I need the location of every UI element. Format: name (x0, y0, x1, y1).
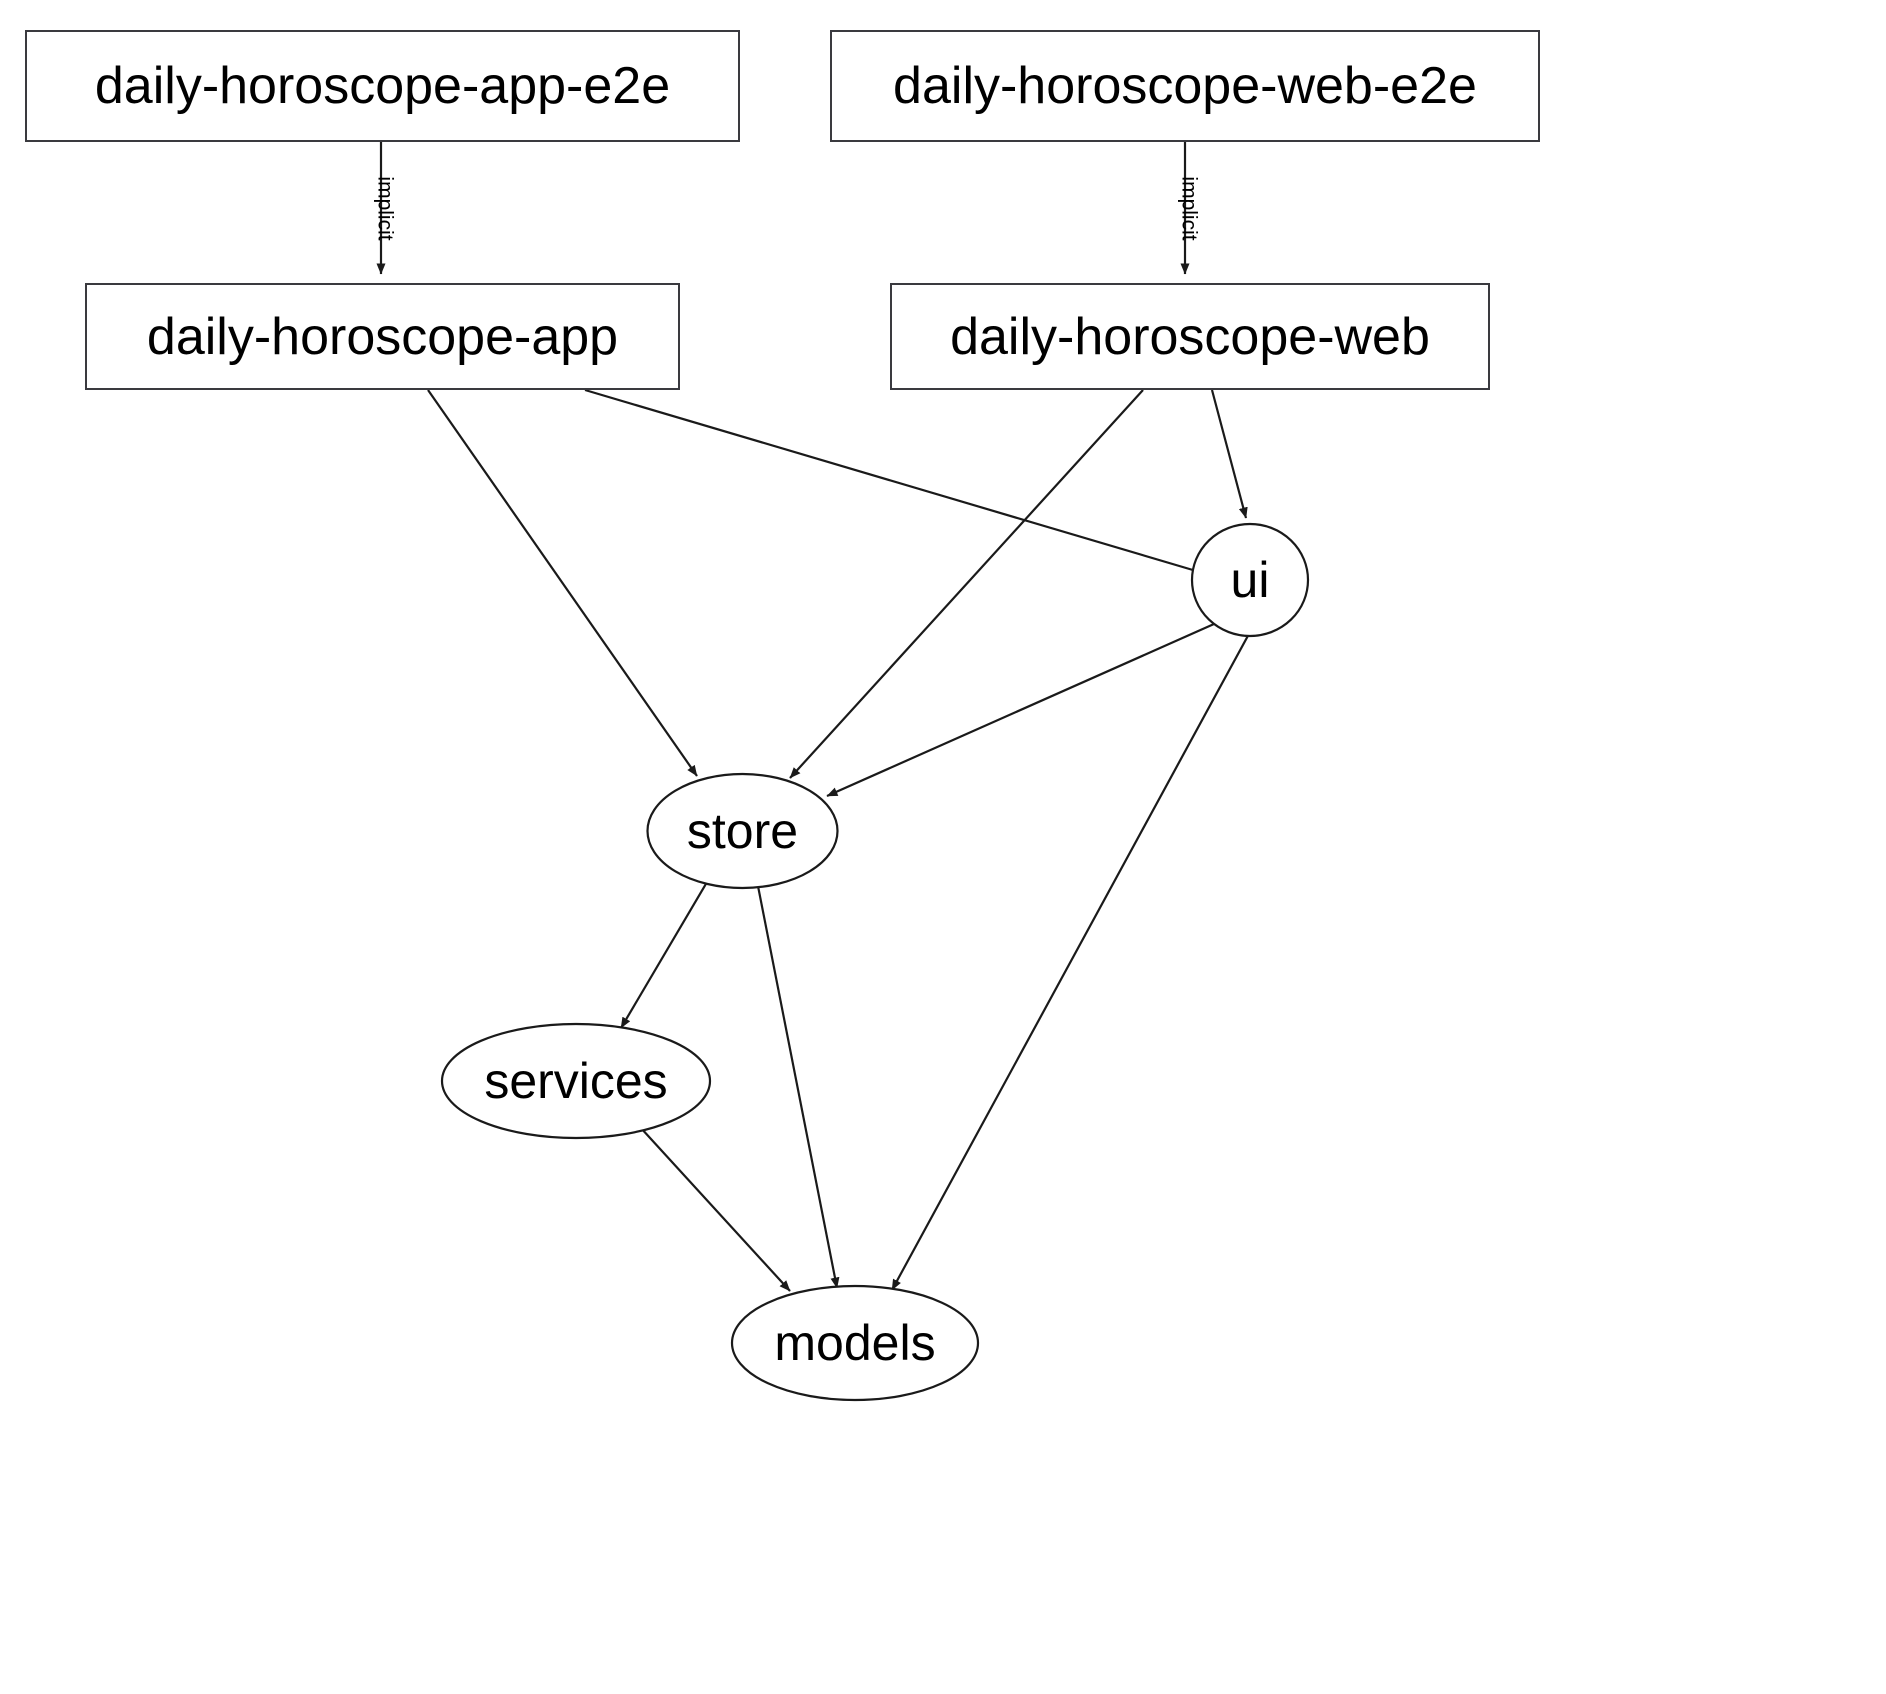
node-label-daily-horoscope-web-e2e: daily-horoscope-web-e2e (893, 57, 1477, 115)
node-daily-horoscope-app[interactable]: daily-horoscope-app (85, 283, 680, 390)
edge-store-to-models (755, 880, 840, 1289)
node-label-store: store (686, 803, 799, 859)
node-daily-horoscope-app-e2e[interactable]: daily-horoscope-app-e2e (25, 30, 740, 142)
node-label-ui: ui (1230, 552, 1270, 608)
node-store[interactable]: store (645, 772, 840, 890)
edge-store-to-services (620, 876, 711, 1029)
edge-app-to-ui (584, 388, 1204, 575)
node-label-models: models (774, 1315, 936, 1371)
edge-ui-to-store (826, 622, 1215, 798)
services-ellipse-shape (440, 1022, 712, 1140)
edge-app-to-store (427, 389, 698, 777)
edge-label-app-implicit: implicit (373, 176, 397, 241)
node-models[interactable]: models (730, 1284, 980, 1402)
node-daily-horoscope-web[interactable]: daily-horoscope-web (890, 283, 1490, 390)
models-ellipse-shape (730, 1284, 980, 1402)
edge-web-to-store (789, 389, 1144, 779)
node-ui[interactable]: ui (1190, 522, 1310, 638)
store-ellipse-shape (646, 772, 839, 890)
node-label-daily-horoscope-app-e2e: daily-horoscope-app-e2e (94, 57, 671, 115)
edge-web-to-ui (1210, 389, 1248, 519)
node-label-services: services (484, 1053, 668, 1109)
node-label-daily-horoscope-web: daily-horoscope-web (950, 307, 1430, 366)
edge-label-web-implicit: implicit (1177, 176, 1201, 241)
node-label-daily-horoscope-app: daily-horoscope-app (146, 307, 619, 366)
edge-ui-to-models (891, 631, 1251, 1291)
node-services[interactable]: services (440, 1022, 712, 1140)
node-daily-horoscope-web-e2e[interactable]: daily-horoscope-web-e2e (830, 30, 1540, 142)
ui-ellipse-shape (1190, 522, 1310, 638)
edge-services-to-models (639, 1126, 791, 1292)
